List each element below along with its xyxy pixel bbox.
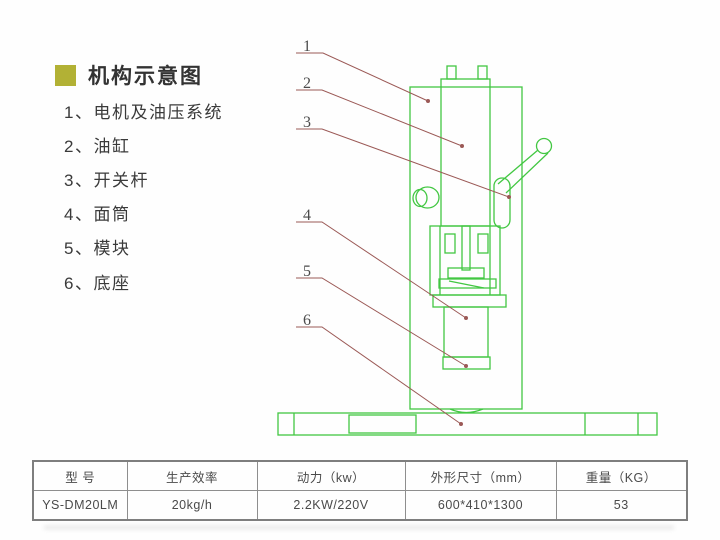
lever-shaft-line (497, 149, 539, 185)
callout-number-1: 1 (303, 38, 311, 55)
lever-pivot (493, 177, 511, 229)
spec-value-model: YS-DM20LM (32, 490, 128, 521)
machine-drawing (277, 65, 658, 436)
lever-knob (535, 137, 553, 155)
base-plate (277, 412, 658, 436)
spec-header-weight: 重量（KG） (555, 460, 688, 491)
leader-dot-5 (464, 364, 468, 368)
diagram-callouts: 1 2 3 4 5 6 (303, 38, 311, 329)
legend-item-6: 6、底座 (64, 273, 131, 293)
spec-value-efficiency: 20kg/h (126, 490, 258, 521)
legend-item-4: 4、面筒 (64, 205, 131, 225)
bracket-bottom-plate (432, 294, 507, 308)
spec-table: 型 号 生产效率 动力（kw） 外形尺寸（mm） 重量（KG） YS-DM20L… (32, 460, 688, 521)
base-inset-plate (348, 414, 417, 434)
leader-dot-2 (460, 144, 464, 148)
leader-line-5 (296, 277, 467, 367)
housing-frame (409, 86, 523, 410)
callout-number-5: 5 (303, 263, 311, 280)
legend-title: 机构示意图 (88, 65, 203, 88)
leader-dot-4 (464, 316, 468, 320)
top-post-right (477, 65, 488, 80)
leader-lines (296, 52, 511, 426)
legend-item-3: 3、开关杆 (64, 170, 149, 190)
spec-header-efficiency: 生产效率 (126, 460, 258, 491)
callout-number-3: 3 (303, 114, 311, 131)
spec-value-row: YS-DM20LM 20kg/h 2.2KW/220V 600*410*1300… (32, 490, 688, 521)
press-plate-1 (447, 267, 485, 279)
lever-shaft-line (505, 152, 549, 194)
press-plate-2 (438, 278, 497, 289)
oil-cylinder (440, 78, 491, 227)
table-shadow (44, 526, 674, 529)
legend-bullet-icon (55, 64, 76, 86)
leader-line-4 (296, 221, 467, 319)
spec-value-power: 2.2KW/220V (256, 490, 406, 521)
spec-value-weight: 53 (555, 490, 688, 521)
leader-dot-6 (459, 422, 463, 426)
bracket-post-left (444, 233, 456, 254)
mold-block (442, 356, 491, 370)
callout-number-4: 4 (303, 207, 311, 224)
legend-item-5: 5、模块 (64, 239, 131, 259)
top-post-left (446, 65, 457, 80)
legend-list: 1、电机及油压系统 2、油缸 3、开关杆 4、面筒 5、模块 6、底座 (64, 93, 223, 298)
pump-circle-inner (412, 188, 428, 208)
press-plate-hatch (448, 280, 485, 289)
press-stem (461, 225, 471, 271)
leader-line-2 (296, 89, 463, 147)
leader-line-1 (296, 52, 429, 102)
spec-header-power: 动力（kw） (256, 460, 406, 491)
spec-header-model: 型 号 (32, 460, 128, 491)
pump-circle-outer (415, 186, 440, 209)
callout-number-2: 2 (303, 75, 311, 92)
leader-dot-3 (507, 195, 511, 199)
dough-cylinder (443, 306, 489, 358)
callout-number-6: 6 (303, 312, 311, 329)
spec-header-dimensions: 外形尺寸（mm） (404, 460, 557, 491)
leader-dot-1 (426, 99, 430, 103)
leader-line-6 (296, 326, 462, 425)
spec-value-dimensions: 600*410*1300 (404, 490, 557, 521)
legend-title-row: 机构示意图 (55, 60, 203, 90)
bracket-post-right (477, 233, 489, 254)
legend-item-2: 2、油缸 (64, 136, 131, 156)
legend-item-1: 1、电机及油压系统 (64, 102, 223, 122)
spec-header-row: 型 号 生产效率 动力（kw） 外形尺寸（mm） 重量（KG） (32, 460, 688, 491)
leader-line-3 (296, 128, 510, 198)
